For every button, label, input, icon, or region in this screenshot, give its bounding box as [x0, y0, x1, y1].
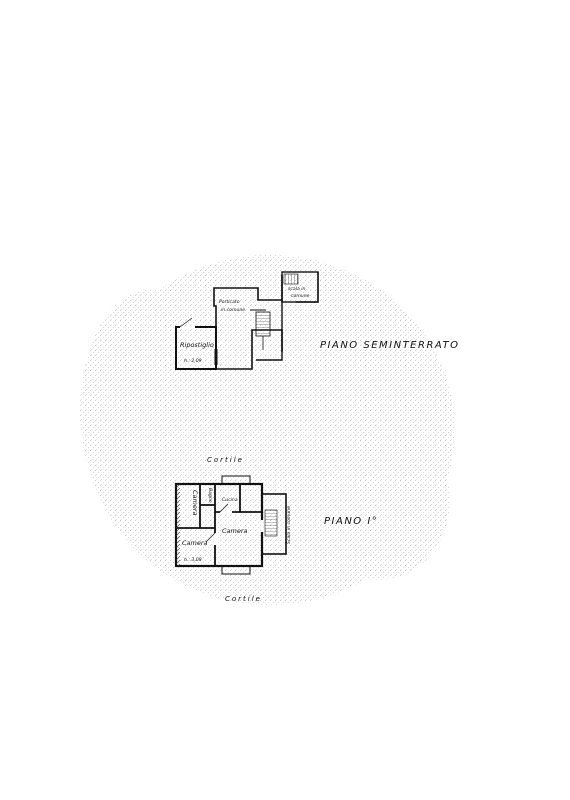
balcony-bottom: [221, 565, 251, 575]
porticato-sub-label: in comune: [221, 307, 245, 313]
bedroom-1-label: Camera: [191, 490, 199, 516]
storage-label: Ripostiglio: [180, 341, 214, 349]
basement-title: PIANO SEMINTERRATO: [320, 340, 460, 351]
basement-wall: [213, 275, 283, 327]
door-swing: [205, 532, 216, 543]
first-floor-plan: [174, 475, 287, 575]
wall-hatch: [176, 484, 180, 566]
first-floor-labels: Cortile Cortile Camera Bagno Cucina Came…: [182, 456, 378, 603]
balcony-top: [221, 475, 251, 485]
storage-height-label: h.: 2,09: [184, 358, 202, 364]
shared-stair-treads: [283, 273, 299, 285]
basement-plan: [175, 271, 319, 370]
first-floor-title: PIANO I°: [324, 516, 378, 527]
kitchen-label: Cucina: [222, 497, 238, 503]
storage-room: [175, 326, 217, 370]
basement-wall: [256, 300, 283, 361]
basement-wall: [296, 272, 319, 303]
courtyard-bottom-label: Cortile: [225, 595, 262, 603]
shared-stairs-vertical-label: Scala in comune: [286, 506, 292, 544]
door-swing: [179, 317, 193, 328]
shared-stair-treads: [264, 509, 278, 537]
porticato-label: Porticato: [219, 299, 240, 305]
basement-labels: Ripostiglio h.: 2,09 Porticato in comune…: [180, 286, 460, 364]
room-height-label: h.: 3,08: [184, 557, 202, 563]
shared-stairs-sub-label: comune: [291, 294, 310, 299]
door-swing: [219, 503, 229, 513]
bedroom-2-label: Camera: [222, 527, 248, 535]
scan-texture: [80, 255, 455, 605]
courtyard-top-label: Cortile: [207, 456, 244, 464]
basement-stairs: [255, 311, 271, 337]
shared-stairs-label: scala in: [288, 286, 306, 292]
bedroom-3-label: Camera: [182, 539, 208, 547]
bathroom-label: Bagno: [207, 488, 213, 503]
